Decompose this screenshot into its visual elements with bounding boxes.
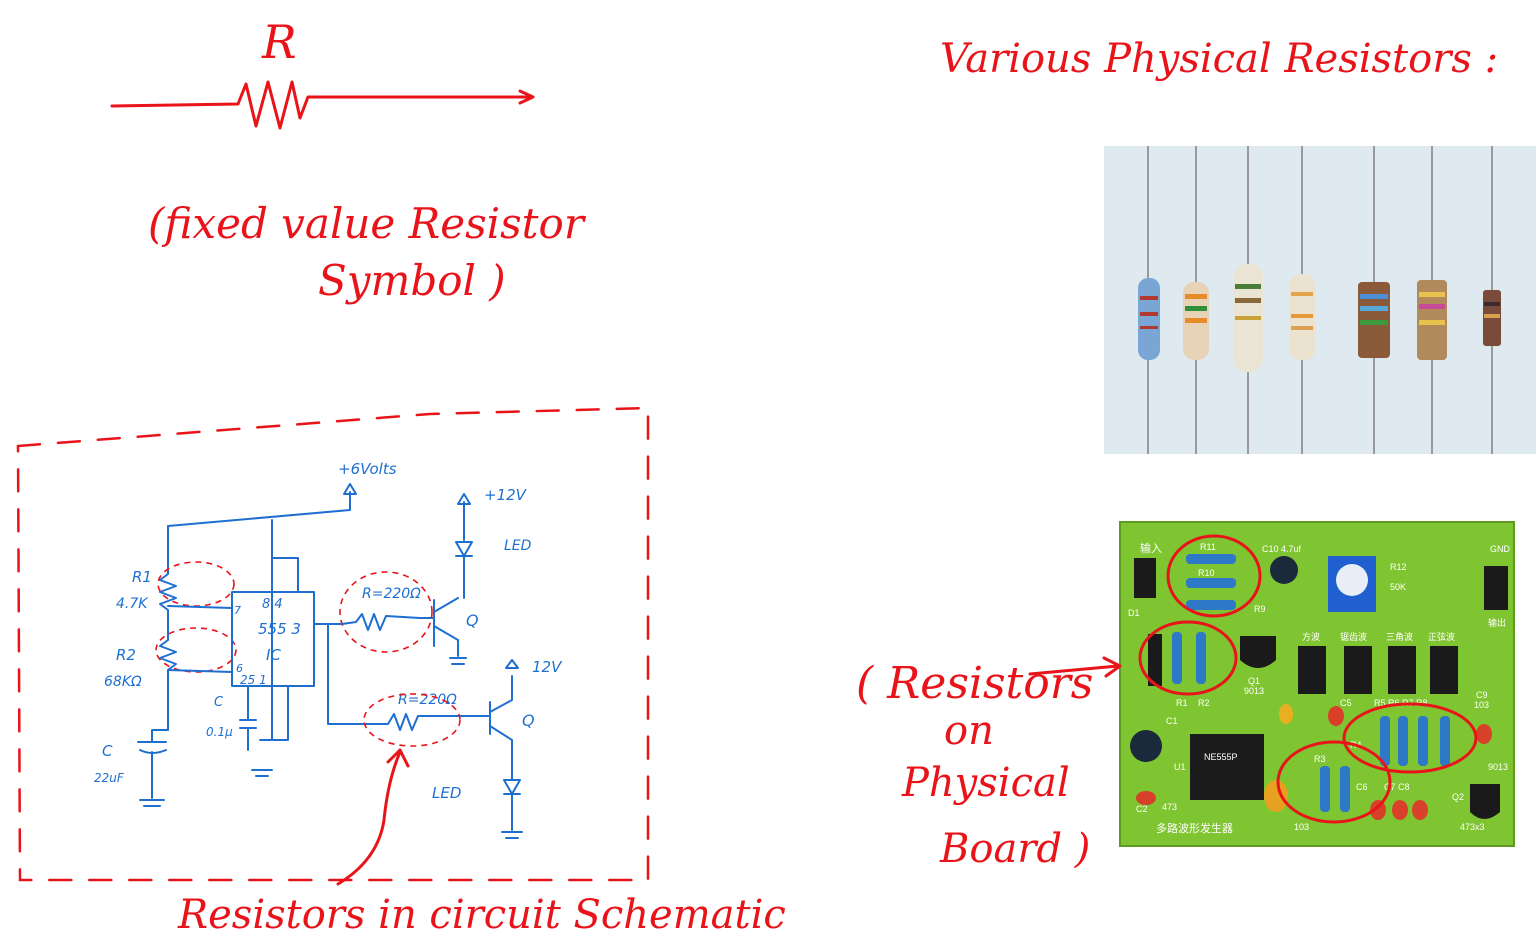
ic-555-chip	[1190, 734, 1264, 800]
pcb-highlight-r5-r8	[1342, 702, 1478, 774]
pcb-label-input: 输入	[1140, 541, 1162, 555]
electrolytic-cap-c1	[1130, 730, 1162, 762]
res-bottom-highlight	[363, 693, 461, 747]
pcb-label-out: 输出	[1488, 617, 1506, 628]
pcb-label-wave2: 锯齿波	[1340, 631, 1367, 642]
res-top-label: R=220Ω	[362, 586, 421, 602]
pcb-highlight-r3-r4	[1276, 740, 1392, 824]
pcb-label-c6: C6	[1356, 782, 1368, 792]
supply-12v-bottom-label: 12V	[532, 658, 563, 676]
r1-label: R1	[132, 568, 152, 586]
pcb-label-d1: D1	[1128, 608, 1140, 618]
symbol-caption-line1: (fixed value Resistor	[148, 199, 587, 248]
pcb-label-cap-value: 473x3	[1460, 822, 1485, 832]
pcb-label-c7-c8: C7 C8	[1384, 782, 1410, 792]
pcb-board-photo: NE555P 输入 R11 R10	[1119, 521, 1515, 847]
pcb-label-r12: R12	[1390, 562, 1407, 572]
pcb-label-r11: R11	[1200, 542, 1216, 552]
ic-555-box	[231, 591, 315, 687]
supply-6v-label: +6Volts	[338, 460, 397, 478]
pcb-label-r12-value: 50K	[1390, 582, 1406, 592]
board-callout-line2: on	[944, 708, 994, 754]
board-callout-line4: Board )	[939, 826, 1090, 872]
cap-small-value: 0.1μ	[206, 725, 233, 739]
pcb-label-r1: R1	[1176, 698, 1188, 708]
wire-arrow	[518, 89, 535, 105]
circuit-schematic: +6Volts R1 4.7K R2 68KΩ 8 4 555 3 IC 25 …	[94, 460, 563, 886]
chip-marking: NE555P	[1204, 752, 1238, 762]
pcb-label-u1: U1	[1174, 762, 1186, 772]
pcb-label-q2-value: 9013	[1488, 762, 1508, 772]
pcb-label-wave4: 正弦波	[1428, 631, 1455, 642]
board-callout-line3: Physical	[901, 760, 1070, 806]
ic-pins-bottom: 25 1	[240, 673, 267, 687]
pcb-label-c5: C5	[1340, 698, 1352, 708]
resistor-symbol: R (fixed value Resistor Symbol )	[110, 15, 587, 305]
resistors-photo	[1104, 146, 1536, 454]
pcb-label-wave1: 方波	[1302, 631, 1320, 642]
pcb-label-r10: R10	[1198, 568, 1215, 578]
pcb-label-gnd: GND	[1490, 544, 1511, 554]
res-top-highlight	[339, 571, 433, 653]
cap-small-label: C	[214, 695, 224, 710]
supply-12v-top-label: +12V	[484, 486, 528, 504]
pcb-label-c9: C9	[1476, 690, 1488, 700]
symbol-caption-line2: Symbol )	[318, 256, 506, 305]
pcb-label-q1-value: 9013	[1244, 686, 1264, 696]
ic-name: 555 3	[258, 620, 301, 638]
board-callout-arrow	[1028, 656, 1122, 678]
pcb-label-c2-value: 473	[1162, 802, 1177, 812]
schematic-callout-arrow	[336, 748, 410, 886]
cap-big-label: C	[102, 742, 113, 760]
pcb-label-r2: R2	[1198, 698, 1210, 708]
res-bottom-label: R=220Ω	[398, 692, 457, 708]
pcb-label-c2: C2	[1136, 804, 1148, 814]
pcb-label-r9: R9	[1254, 604, 1266, 614]
transistor-bottom-label: Q	[522, 711, 535, 730]
pcb-label-c9-value: 103	[1474, 700, 1489, 710]
transistor-q1	[1240, 636, 1276, 668]
transistor-q2	[1470, 784, 1500, 819]
resistor-zigzag	[110, 80, 534, 130]
led-top-label: LED	[504, 538, 532, 554]
r2-highlight	[155, 627, 237, 673]
pcb-highlight-r9-r11	[1166, 534, 1262, 618]
ic-pins-top: 8 4	[262, 597, 283, 612]
photo-background	[1104, 146, 1536, 454]
ic-pin7: 7	[234, 604, 241, 617]
r2-value: 68KΩ	[104, 674, 142, 690]
schematic-dashed-border	[16, 406, 650, 882]
r1-value: 4.7K	[116, 596, 149, 612]
schematic-caption: Resistors in circuit Schematic	[177, 892, 786, 938]
pcb-label-q1: Q1	[1248, 676, 1260, 686]
pcb-label-c10: C10 4.7uf	[1262, 544, 1302, 554]
resistor-blue	[1138, 278, 1160, 360]
pcb-label-c3-value: 103	[1294, 822, 1309, 832]
symbol-letter: R	[261, 15, 297, 69]
board-callout-line1: ( Resistors	[856, 658, 1093, 709]
ic-pin6: 6	[236, 662, 243, 675]
pcb-board-title: 多路波形发生器	[1156, 821, 1233, 835]
pcb-highlight-r1-r2	[1138, 620, 1238, 696]
pcb-label-q2: Q2	[1452, 792, 1464, 802]
diode-d1	[1148, 634, 1162, 686]
pcb-label-c1: C1	[1166, 716, 1178, 726]
led-bottom-label: LED	[432, 784, 461, 802]
ic-label: IC	[266, 646, 281, 664]
electrolytic-cap-c10	[1270, 556, 1298, 584]
board-callout: ( Resistors on Physical Board )	[856, 656, 1122, 872]
pcb-label-wave3: 三角波	[1386, 631, 1413, 642]
r2-label: R2	[116, 646, 136, 664]
photo-title: Various Physical Resistors :	[940, 36, 1498, 82]
transistor-top-label: Q	[466, 611, 479, 630]
cap-big-value: 22uF	[94, 771, 125, 785]
pcb-label-r3: R3	[1314, 754, 1326, 764]
